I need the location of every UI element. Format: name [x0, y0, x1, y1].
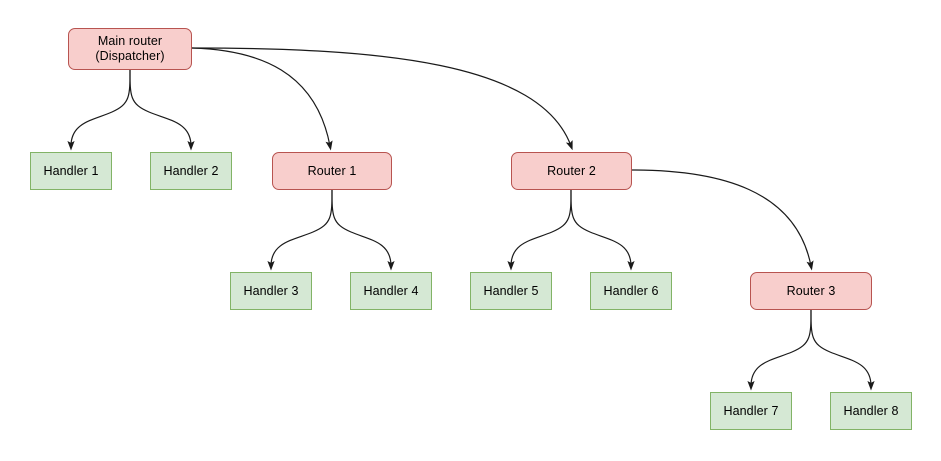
- node-label-handler-5: Handler 5: [483, 283, 539, 298]
- edge-main-router-to-handler-2: [129, 69, 195, 151]
- edge-group: [67, 47, 875, 391]
- edge-main-router-to-handler-1: [67, 69, 131, 151]
- node-label-handler-7: Handler 7: [723, 403, 779, 418]
- node-handler-7[interactable]: Handler 7: [710, 392, 792, 430]
- edge-router-3-to-handler-7: [747, 309, 812, 391]
- edge-main-router-to-router-2: [191, 47, 573, 151]
- node-label-main-router: Main router (Dispatcher): [95, 34, 165, 63]
- node-label-handler-1: Handler 1: [43, 163, 99, 178]
- node-label-handler-8: Handler 8: [843, 403, 899, 418]
- edge-router-1-to-handler-3: [267, 189, 333, 271]
- node-handler-4[interactable]: Handler 4: [350, 272, 432, 310]
- edge-router-2-to-handler-5: [507, 189, 572, 271]
- edge-main-router-to-router-1: [191, 47, 333, 151]
- edge-router-1-to-handler-4: [331, 189, 395, 271]
- node-label-handler-4: Handler 4: [363, 283, 419, 298]
- node-handler-8[interactable]: Handler 8: [830, 392, 912, 430]
- edge-router-3-to-handler-8: [810, 309, 875, 391]
- node-handler-5[interactable]: Handler 5: [470, 272, 552, 310]
- edge-router-2-to-handler-6: [570, 189, 635, 271]
- node-handler-2[interactable]: Handler 2: [150, 152, 232, 190]
- node-label-router-1: Router 1: [307, 163, 357, 178]
- node-label-router-3: Router 3: [786, 283, 836, 298]
- node-handler-3[interactable]: Handler 3: [230, 272, 312, 310]
- node-handler-1[interactable]: Handler 1: [30, 152, 112, 190]
- node-label-handler-2: Handler 2: [163, 163, 219, 178]
- node-label-router-2: Router 2: [547, 163, 596, 178]
- edge-router-2-to-router-3: [631, 169, 814, 271]
- node-main-router[interactable]: Main router (Dispatcher): [68, 28, 192, 70]
- node-label-handler-3: Handler 3: [243, 283, 299, 298]
- node-router-2[interactable]: Router 2: [511, 152, 632, 190]
- node-handler-6[interactable]: Handler 6: [590, 272, 672, 310]
- node-label-handler-6: Handler 6: [603, 283, 659, 298]
- node-router-1[interactable]: Router 1: [272, 152, 392, 190]
- node-router-3[interactable]: Router 3: [750, 272, 872, 310]
